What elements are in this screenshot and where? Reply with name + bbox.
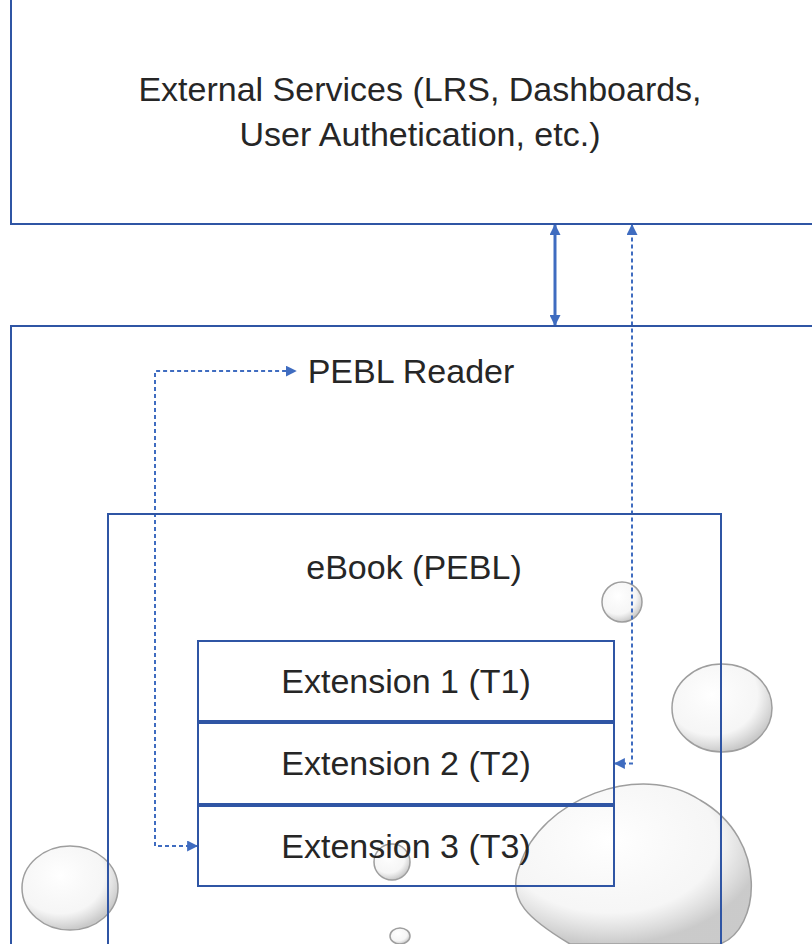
connector-arrow xyxy=(554,225,557,325)
service-box: External Services (LRS, Dashboards, User… xyxy=(10,0,812,225)
node-label: PEBL Reader xyxy=(308,349,515,393)
node-label: Extension 2 (T2) xyxy=(281,741,530,785)
reader-box: PEBL Reader eBook (PEBL) Extension 1 (T1) E… xyxy=(10,325,812,944)
drop xyxy=(22,582,772,944)
dashed-connector xyxy=(155,371,296,846)
node-label: eBook (PEBL) xyxy=(306,545,521,589)
extension-box: Extension 1 (T1) xyxy=(197,640,615,722)
node-label: Extension 3 (T3) xyxy=(281,824,530,868)
extension-box: Extension 2 (T2) xyxy=(197,722,615,805)
dashed-connector xyxy=(615,225,632,764)
ebook-box: eBook (PEBL) Extension 1 (T1) Extension 2 … xyxy=(107,513,722,944)
node-label: External Services (LRS, Dashboards, User… xyxy=(100,67,740,155)
node-label: Extension 1 (T1) xyxy=(281,659,530,703)
extension-box: Extension 3 (T3) xyxy=(197,805,615,887)
